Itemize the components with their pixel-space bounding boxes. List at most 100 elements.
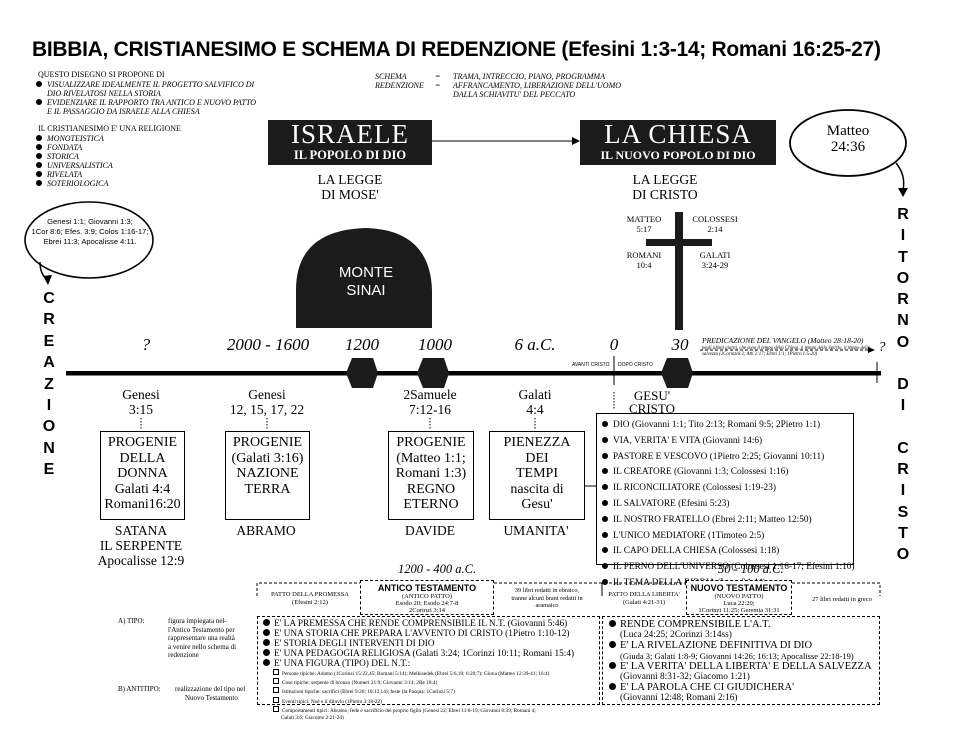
at-item: E' UNA PEDAGOGIA RELIGIOSA (Galati 3:24;… — [263, 649, 599, 659]
antitipo-definition: realizzazione del tipo nel Nuovo Testame… — [175, 685, 245, 702]
ref-line: 3:15 — [101, 402, 181, 417]
chiesa-law-line: DI CRISTO — [610, 187, 720, 202]
gesu-item: IL RICONCILIATORE (Colossesi 1:19-23) — [602, 481, 853, 497]
gesu-item: IL NOSTRO FRATELLO (Ebrei 2:11; Matteo 1… — [602, 513, 853, 529]
nt-ref: Luca 22:20; — [687, 600, 791, 607]
creazione-vertical-label: CREAZIONE — [40, 288, 58, 481]
cross-ref-line: 5:17 — [614, 224, 674, 234]
vertical-letter: O — [893, 332, 913, 353]
chiesa-box: LA CHIESA IL NUOVO POPOLO DI DIO — [580, 120, 776, 165]
box-line: nascita di — [490, 482, 584, 498]
below-box-1: SATANA IL SERPENTE Apocalisse 12:9 — [82, 523, 200, 568]
ref-line: 4:4 — [495, 402, 575, 417]
nt-years: 50 - 100 d.C. — [718, 562, 784, 577]
avanti-cristo-label: AVANTI CRISTO — [572, 362, 610, 368]
matteo-line: 24:36 — [800, 139, 896, 155]
israele-subtitle: IL POPOLO DI DIO — [268, 148, 432, 162]
box-line: Romani 1:3) — [389, 466, 473, 482]
vertical-letter: T — [893, 247, 913, 268]
box-line: DONNA — [101, 466, 184, 482]
timeline-marker-1000 — [417, 358, 449, 388]
matteo-arrowhead — [898, 188, 908, 197]
vertical-letter: S — [893, 502, 913, 523]
year-label: ? — [131, 335, 161, 355]
at-note-line: tranne alcuni brani redatti in — [495, 595, 599, 603]
nt-item-ref: (Giuda 3; Galati 1:8-9; Giovanni 14:26; … — [609, 651, 879, 661]
cross-ref-line: 2:14 — [680, 224, 750, 234]
vertical-letter: E — [40, 459, 58, 480]
at-item: E' LA PREMESSA CHE RENDE COMPRENSIBILE I… — [263, 619, 599, 629]
gesu-item: IL CREATORE (Giovanni 1:3; Colossesi 1:1… — [602, 465, 853, 481]
at-subitem: Persone tipiche: Adamo (1Corinzi 15:22,4… — [273, 669, 599, 678]
at-subitem: Galati 3:6; Giacomo 2:21-24) — [273, 715, 599, 722]
at-subitem: Comportamenti tipici: Abramo, fede e sac… — [273, 706, 599, 715]
cross-ref-top-right: COLOSSESI 2:14 — [680, 214, 750, 234]
at-item: E' UNA FIGURA (TIPO) DEL N.T.: — [263, 659, 599, 669]
vertical-letter: A — [40, 352, 58, 373]
cross-horizontal — [646, 239, 712, 246]
at-years: 1200 - 400 a.C. — [398, 562, 476, 577]
tipo-definition: figura impiegata nel- l'Antico Testament… — [168, 617, 236, 660]
tipo-label: A) TIPO: — [118, 617, 145, 625]
nt-subtitle: (NUOVO PATTO) — [687, 593, 791, 600]
vertical-letter: O — [893, 268, 913, 289]
at-patto-line: (Efesini 2:12) — [258, 599, 362, 607]
progenie-box-donna: PROGENIE DELLA DONNA Galati 4:4 Romani16… — [100, 431, 185, 520]
vertical-letter: O — [893, 544, 913, 565]
year-label: 1000 — [405, 335, 465, 355]
vertical-letter: I — [40, 395, 58, 416]
year-label: 2000 - 1600 — [208, 335, 328, 355]
matteo-bubble-arrow — [896, 163, 904, 190]
gesu-item: VIA, VERITA' E VITA (Giovanni 14:6) — [602, 434, 853, 450]
at-title: ANTICO TESTAMENTO — [361, 583, 493, 593]
below-line: IL SERPENTE — [82, 538, 200, 553]
box-line: PROGENIE — [226, 435, 309, 451]
nt-items-box: RENDE COMPRENSIBILE L'A.T. (Luca 24:25; … — [602, 616, 880, 705]
nt-note: 27 libri redatti in greco — [812, 596, 872, 603]
nt-item-ref: (Giovanni 12:48; Romani 2:16) — [609, 693, 879, 703]
gesu-list-box: DIO (Giovanni 1:1; Tito 2:13; Romani 9:5… — [596, 413, 854, 565]
tipo-line: figura impiegata nel- — [168, 617, 236, 626]
box-line: DEI — [490, 451, 584, 467]
predicazione-note: negli ultimi giorni, che sono il tempo d… — [702, 346, 874, 357]
box-line: PROGENIE — [101, 435, 184, 451]
ritorno-vertical-label: RITORNO DI CRISTO — [893, 204, 913, 565]
gesu-item: PASTORE E VESCOVO (1Pietro 2:25; Giovann… — [602, 450, 853, 466]
below-box-3: DAVIDE — [380, 523, 480, 538]
tipo-line: a venire nello schema di — [168, 643, 236, 652]
nt-title-box: NUOVO TESTAMENTO (NUOVO PATTO) Luca 22:2… — [686, 580, 792, 615]
israele-law-line: LA LEGGE — [300, 172, 400, 187]
vertical-letter: R — [893, 289, 913, 310]
vertical-letter — [893, 353, 913, 374]
ref-line: Genesi — [207, 387, 327, 402]
at-patto-label: PATTO DELLA PROMESSA (Efesini 2:12) — [258, 591, 362, 607]
antitipo-line: realizzazione del tipo nel — [175, 685, 245, 694]
box-line: PIENEZZA — [490, 435, 584, 451]
progenie-box-nazione: PROGENIE (Galati 3:16) NAZIONE TERRA — [225, 431, 310, 520]
nt-item: RENDE COMPRENSIBILE L'A.T. — [609, 619, 879, 630]
antitipo-label: B) ANTITIPO: — [118, 685, 161, 693]
cross-ref-line: 3:24-29 — [680, 260, 750, 270]
chiesa-law-line: LA LEGGE — [610, 172, 720, 187]
vertical-letter: C — [893, 438, 913, 459]
sinai-line: MONTE — [306, 264, 426, 282]
gesu-item: IL CAPO DELLA CHIESA (Colossesi 1:18) — [602, 544, 853, 560]
at-subitem: Eventi tipici: Noè e il diluvio (1Pietro… — [273, 697, 599, 706]
year-label: 1200 — [332, 335, 392, 355]
timeline-bar — [66, 371, 881, 376]
box-line: TEMPI — [490, 466, 584, 482]
at-subitem: Cose tipiche: serpente di bronzo (Numeri… — [273, 678, 599, 687]
at-items-box: E' LA PREMESSA CHE RENDE COMPRENSIBILE I… — [257, 616, 600, 705]
matteo-line: Matteo — [800, 123, 896, 139]
at-ref: 2Corinzi 3:14 — [361, 607, 493, 614]
tipo-line: redenzione — [168, 651, 236, 660]
ref-line: 12, 15, 17, 22 — [207, 402, 327, 417]
nt-item-ref: (Luca 24:25; 2Corinzi 3:14ss) — [609, 630, 879, 640]
at-subtitle: (ANTICO PATTO) — [361, 593, 493, 600]
sinai-line: SINAI — [306, 282, 426, 300]
nt-item: E' LA VERITA' DELLA LIBERTA' E DELLA SAL… — [609, 661, 879, 672]
creation-bubble-text: Genesi 1:1; Giovanni 1:3; 1Cor 8:6; Efes… — [30, 217, 150, 247]
year-label: 6 a.C. — [500, 335, 570, 355]
vertical-letter: R — [40, 309, 58, 330]
chiesa-law: LA LEGGE DI CRISTO — [610, 172, 720, 202]
